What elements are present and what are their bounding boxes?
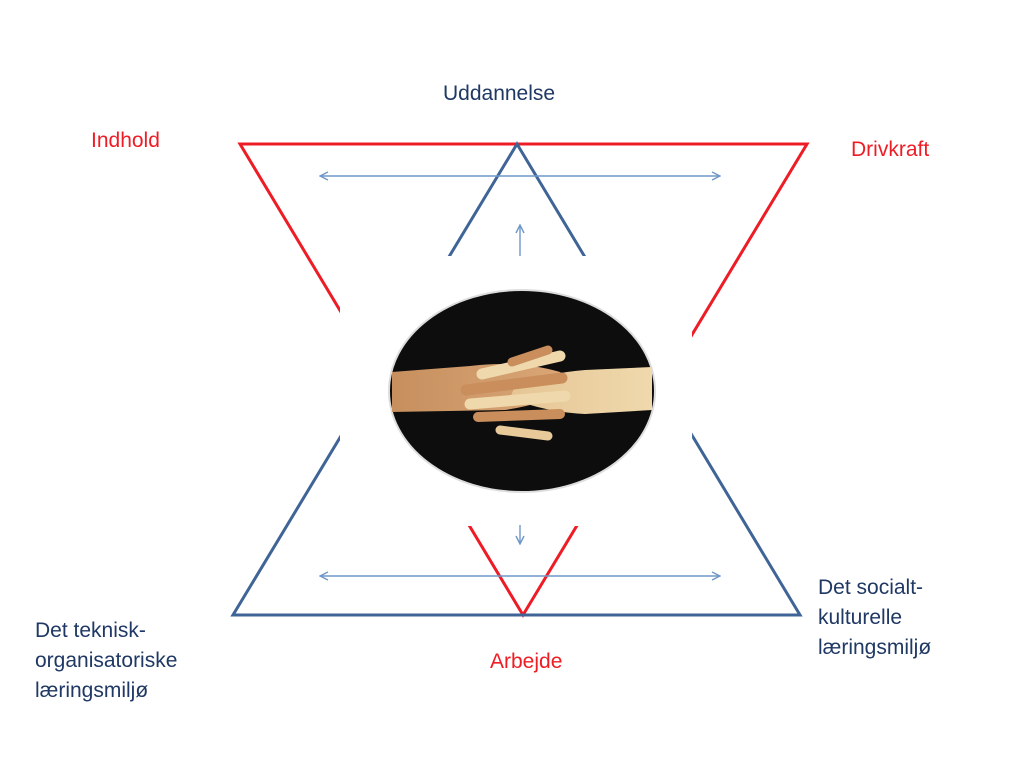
label-drivkraft-text: Drivkraft [851,138,930,161]
label-indhold-text: Indhold [91,129,160,152]
label-indhold: Indhold [91,126,160,156]
label-line: kulturelle [818,606,903,629]
interlaced-fingers [460,345,571,441]
label-line: læringsmiljø [818,636,932,659]
label-line: Det socialt- [818,576,924,599]
label-drivkraft: Drivkraft [851,135,929,165]
clasped-hands-photo-icon [388,289,656,493]
label-socialt-kulturelle: Det socialt- kulturelle læringsmiljø [818,573,931,663]
label-line: Det teknisk- [35,619,146,642]
label-teknisk-organisatoriske: Det teknisk- organisatoriske læringsmilj… [35,616,177,706]
label-line: læringsmiljø [35,679,149,702]
label-arbejde-text: Arbejde [490,650,563,673]
label-uddannelse: Uddannelse [443,79,555,109]
label-line: organisatoriske [35,649,178,672]
label-arbejde: Arbejde [490,647,562,677]
label-uddannelse-text: Uddannelse [443,82,556,105]
